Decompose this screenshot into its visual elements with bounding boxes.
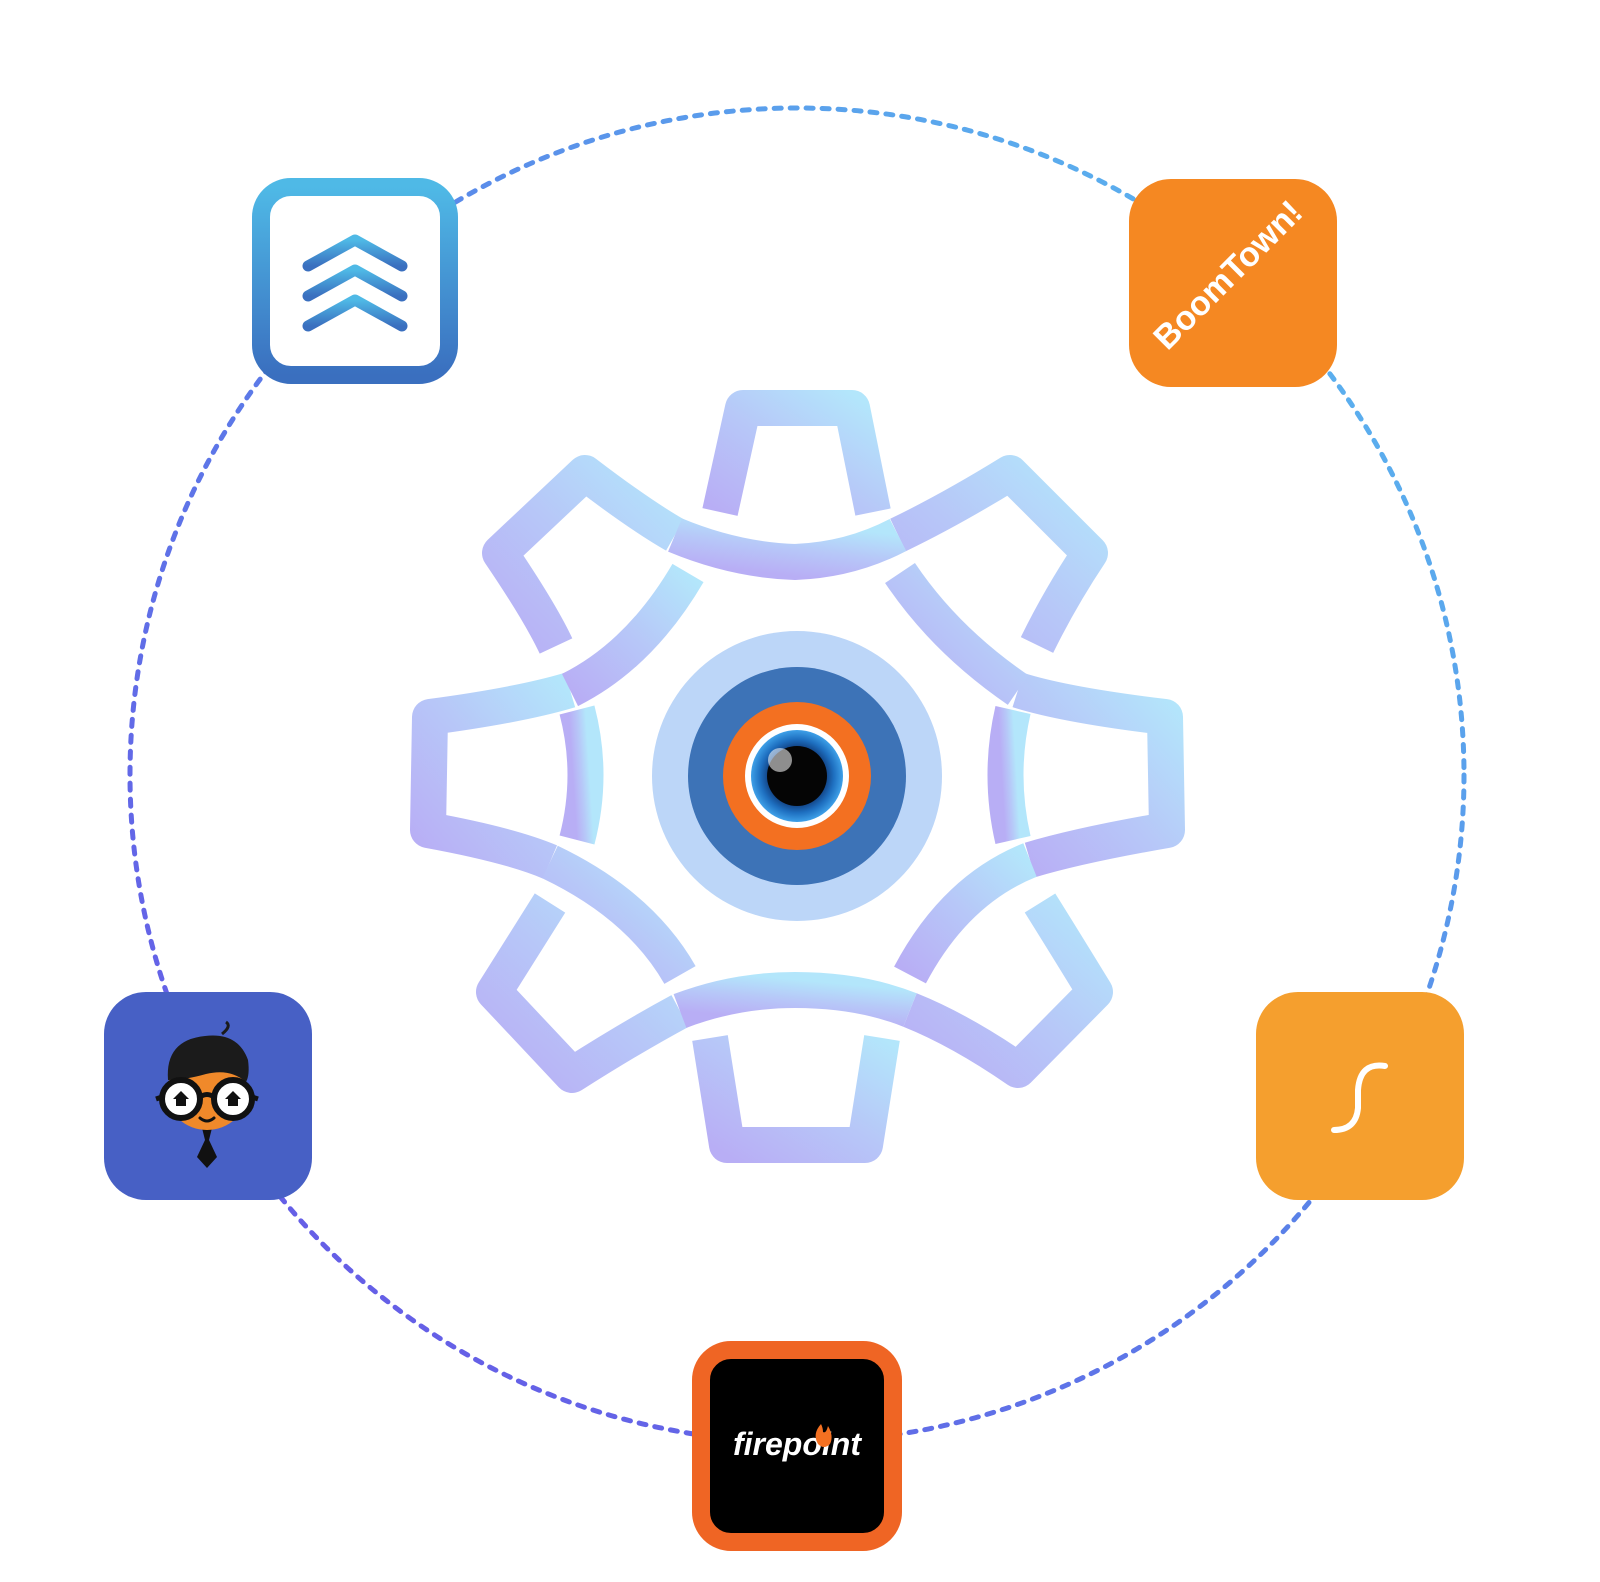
nerd-mascot-icon (155, 1020, 259, 1168)
s-curve-icon (1331, 1062, 1388, 1133)
integration-tile-agent-mascot[interactable] (104, 992, 312, 1200)
gear-icon (410, 390, 1185, 1163)
integration-tile-firepoint[interactable]: firepoint (692, 1341, 902, 1551)
integration-tile-s-curve[interactable] (1256, 992, 1464, 1200)
integration-tile-chevrons[interactable] (252, 178, 458, 384)
integration-tile-boomtown[interactable]: BoomTown! (1129, 179, 1337, 387)
triple-chevron-up-icon (302, 234, 408, 332)
eye-icon (652, 631, 942, 921)
firepoint-logo: firepoint (733, 1426, 862, 1462)
flame-icon (815, 1424, 832, 1447)
